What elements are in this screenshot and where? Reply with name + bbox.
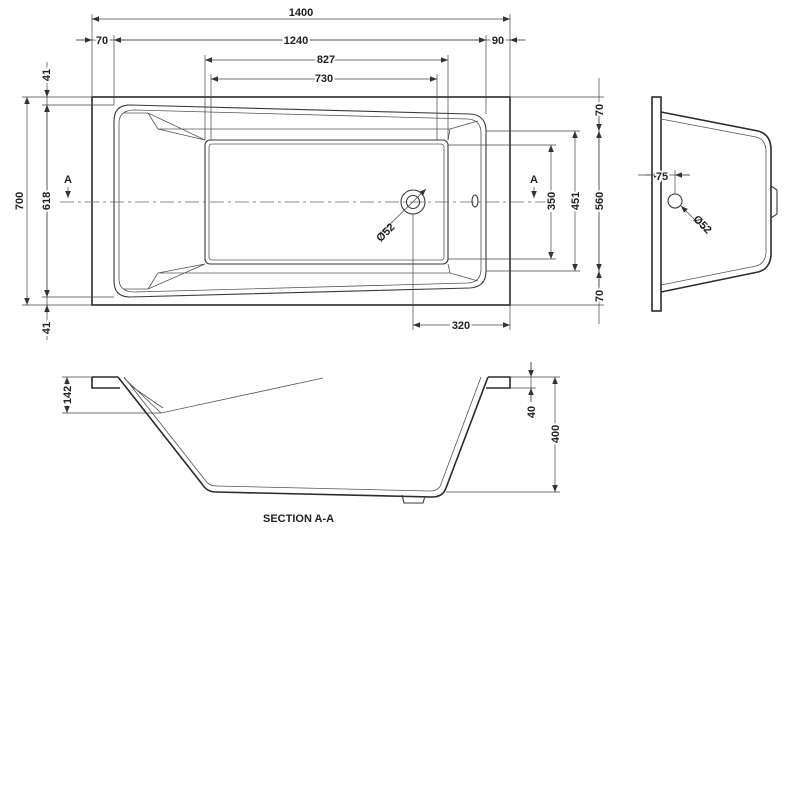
end-waste — [667, 193, 683, 209]
plan-waste-inner — [405, 194, 421, 210]
section-mark-right: A — [530, 174, 538, 186]
dim-rim-bottom: 41 — [41, 322, 53, 334]
section-title: SECTION A-A — [263, 513, 334, 525]
dim-right-rim: 90 — [492, 35, 504, 47]
section-rim — [91, 376, 511, 389]
end-body — [660, 111, 772, 293]
dim-overall-width: 700 — [14, 192, 26, 210]
dim-bottom-length-b: 730 — [315, 73, 333, 85]
dim-bowl-width: 560 — [594, 192, 606, 210]
plan-outer-rim — [91, 96, 511, 306]
plan-horizontal-dimensions: 1400 70 1240 90 827 730 320 — [76, 7, 526, 334]
section-backrest-facet — [123, 377, 324, 414]
dim-end-waste-offset: 75 — [656, 171, 668, 183]
dim-total-depth: 400 — [550, 425, 562, 443]
section-mark-left: A — [64, 174, 72, 186]
dim-bottom-width-a: 350 — [546, 192, 558, 210]
section-waste — [401, 494, 426, 504]
plan-view: A A Ø52 — [60, 96, 560, 306]
section-view: 142 40 400 SECTION A-A — [60, 362, 564, 525]
plan-waste-leader — [379, 188, 427, 235]
dim-right-rim-bottom: 70 — [594, 290, 606, 302]
plan-right-dimensions: 70 560 70 451 350 — [448, 78, 608, 324]
dim-overall-length: 1400 — [289, 7, 313, 19]
dim-rim-top: 41 — [41, 69, 53, 81]
dim-bottom-length-a: 827 — [317, 54, 335, 66]
end-waste-nub — [770, 185, 778, 219]
dim-waste-offset: 320 — [452, 320, 470, 332]
dim-inner-width: 618 — [41, 192, 53, 210]
plan-bowl-outline — [113, 104, 487, 298]
section-hull-outer — [117, 376, 489, 498]
end-body-inner — [660, 118, 767, 286]
dim-end-waste-diameter: Ø52 — [691, 213, 714, 236]
end-rim-flange — [651, 96, 662, 312]
dim-backrest-height: 142 — [62, 386, 74, 404]
section-hull-inner — [123, 376, 482, 492]
dim-right-rim-top: 70 — [594, 104, 606, 116]
plan-left-dimensions: 700 41 618 41 — [12, 62, 114, 340]
end-view: 75 Ø52 — [638, 96, 778, 312]
plan-waste-diameter: Ø52 — [374, 221, 397, 244]
dim-left-rim: 70 — [96, 35, 108, 47]
plan-overflow — [471, 194, 479, 208]
plan-bowl-inner — [118, 109, 482, 293]
dim-inner-length: 1240 — [284, 35, 308, 47]
dim-rim-height: 40 — [526, 406, 538, 418]
plan-backrest-facets — [123, 112, 479, 290]
dim-bottom-width-b: 451 — [570, 192, 582, 210]
